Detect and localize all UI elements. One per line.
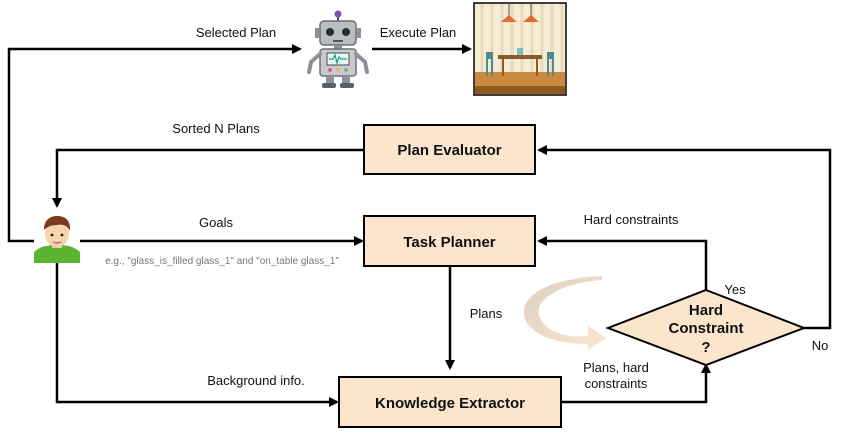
plans-hard-constraints-label-2: constraints <box>585 376 648 391</box>
dining-room-scene-icon <box>473 2 567 96</box>
hard-constraint-label-3: ? <box>701 339 710 356</box>
robot-icon <box>307 10 369 88</box>
plans-label: Plans <box>470 306 503 321</box>
yes-label: Yes <box>724 282 746 297</box>
background-info-label: Background info. <box>207 373 305 388</box>
no-label: No <box>812 338 829 353</box>
edge-no <box>537 145 832 330</box>
edge-yes-hard-constraints <box>537 236 708 290</box>
hard-constraint-label-2: Constraint <box>669 320 744 337</box>
knowledge-extractor-node: Knowledge Extractor <box>338 376 562 428</box>
edge-background-info <box>55 263 339 407</box>
knowledge-extractor-label: Knowledge Extractor <box>375 395 525 412</box>
execute-plan-label: Execute Plan <box>380 25 457 40</box>
plan-evaluator-node: Plan Evaluator <box>363 124 536 175</box>
task-planner-label: Task Planner <box>403 234 495 251</box>
selected-plan-label: Selected Plan <box>196 25 276 40</box>
goals-label: Goals <box>199 215 233 230</box>
goals-example-label: e.g., "glass_is_filled glass_1" and "on_… <box>105 256 339 267</box>
task-planner-node: Task Planner <box>363 215 536 267</box>
plans-hard-constraints-label-1: Plans, hard <box>583 360 649 375</box>
hard-constraint-decision: Hard Constraint ? <box>605 288 807 367</box>
hard-constraints-label: Hard constraints <box>584 212 679 227</box>
edge-selected-plan <box>7 44 302 243</box>
edge-plans-hard-constraints <box>561 363 711 404</box>
curved-arrow-icon <box>523 276 606 350</box>
hard-constraint-label-1: Hard <box>689 302 723 319</box>
edge-sorted-n-plans <box>52 148 364 208</box>
sorted-n-plans-label: Sorted N Plans <box>172 121 260 136</box>
user-avatar-icon <box>34 216 80 263</box>
plan-evaluator-label: Plan Evaluator <box>397 142 501 159</box>
